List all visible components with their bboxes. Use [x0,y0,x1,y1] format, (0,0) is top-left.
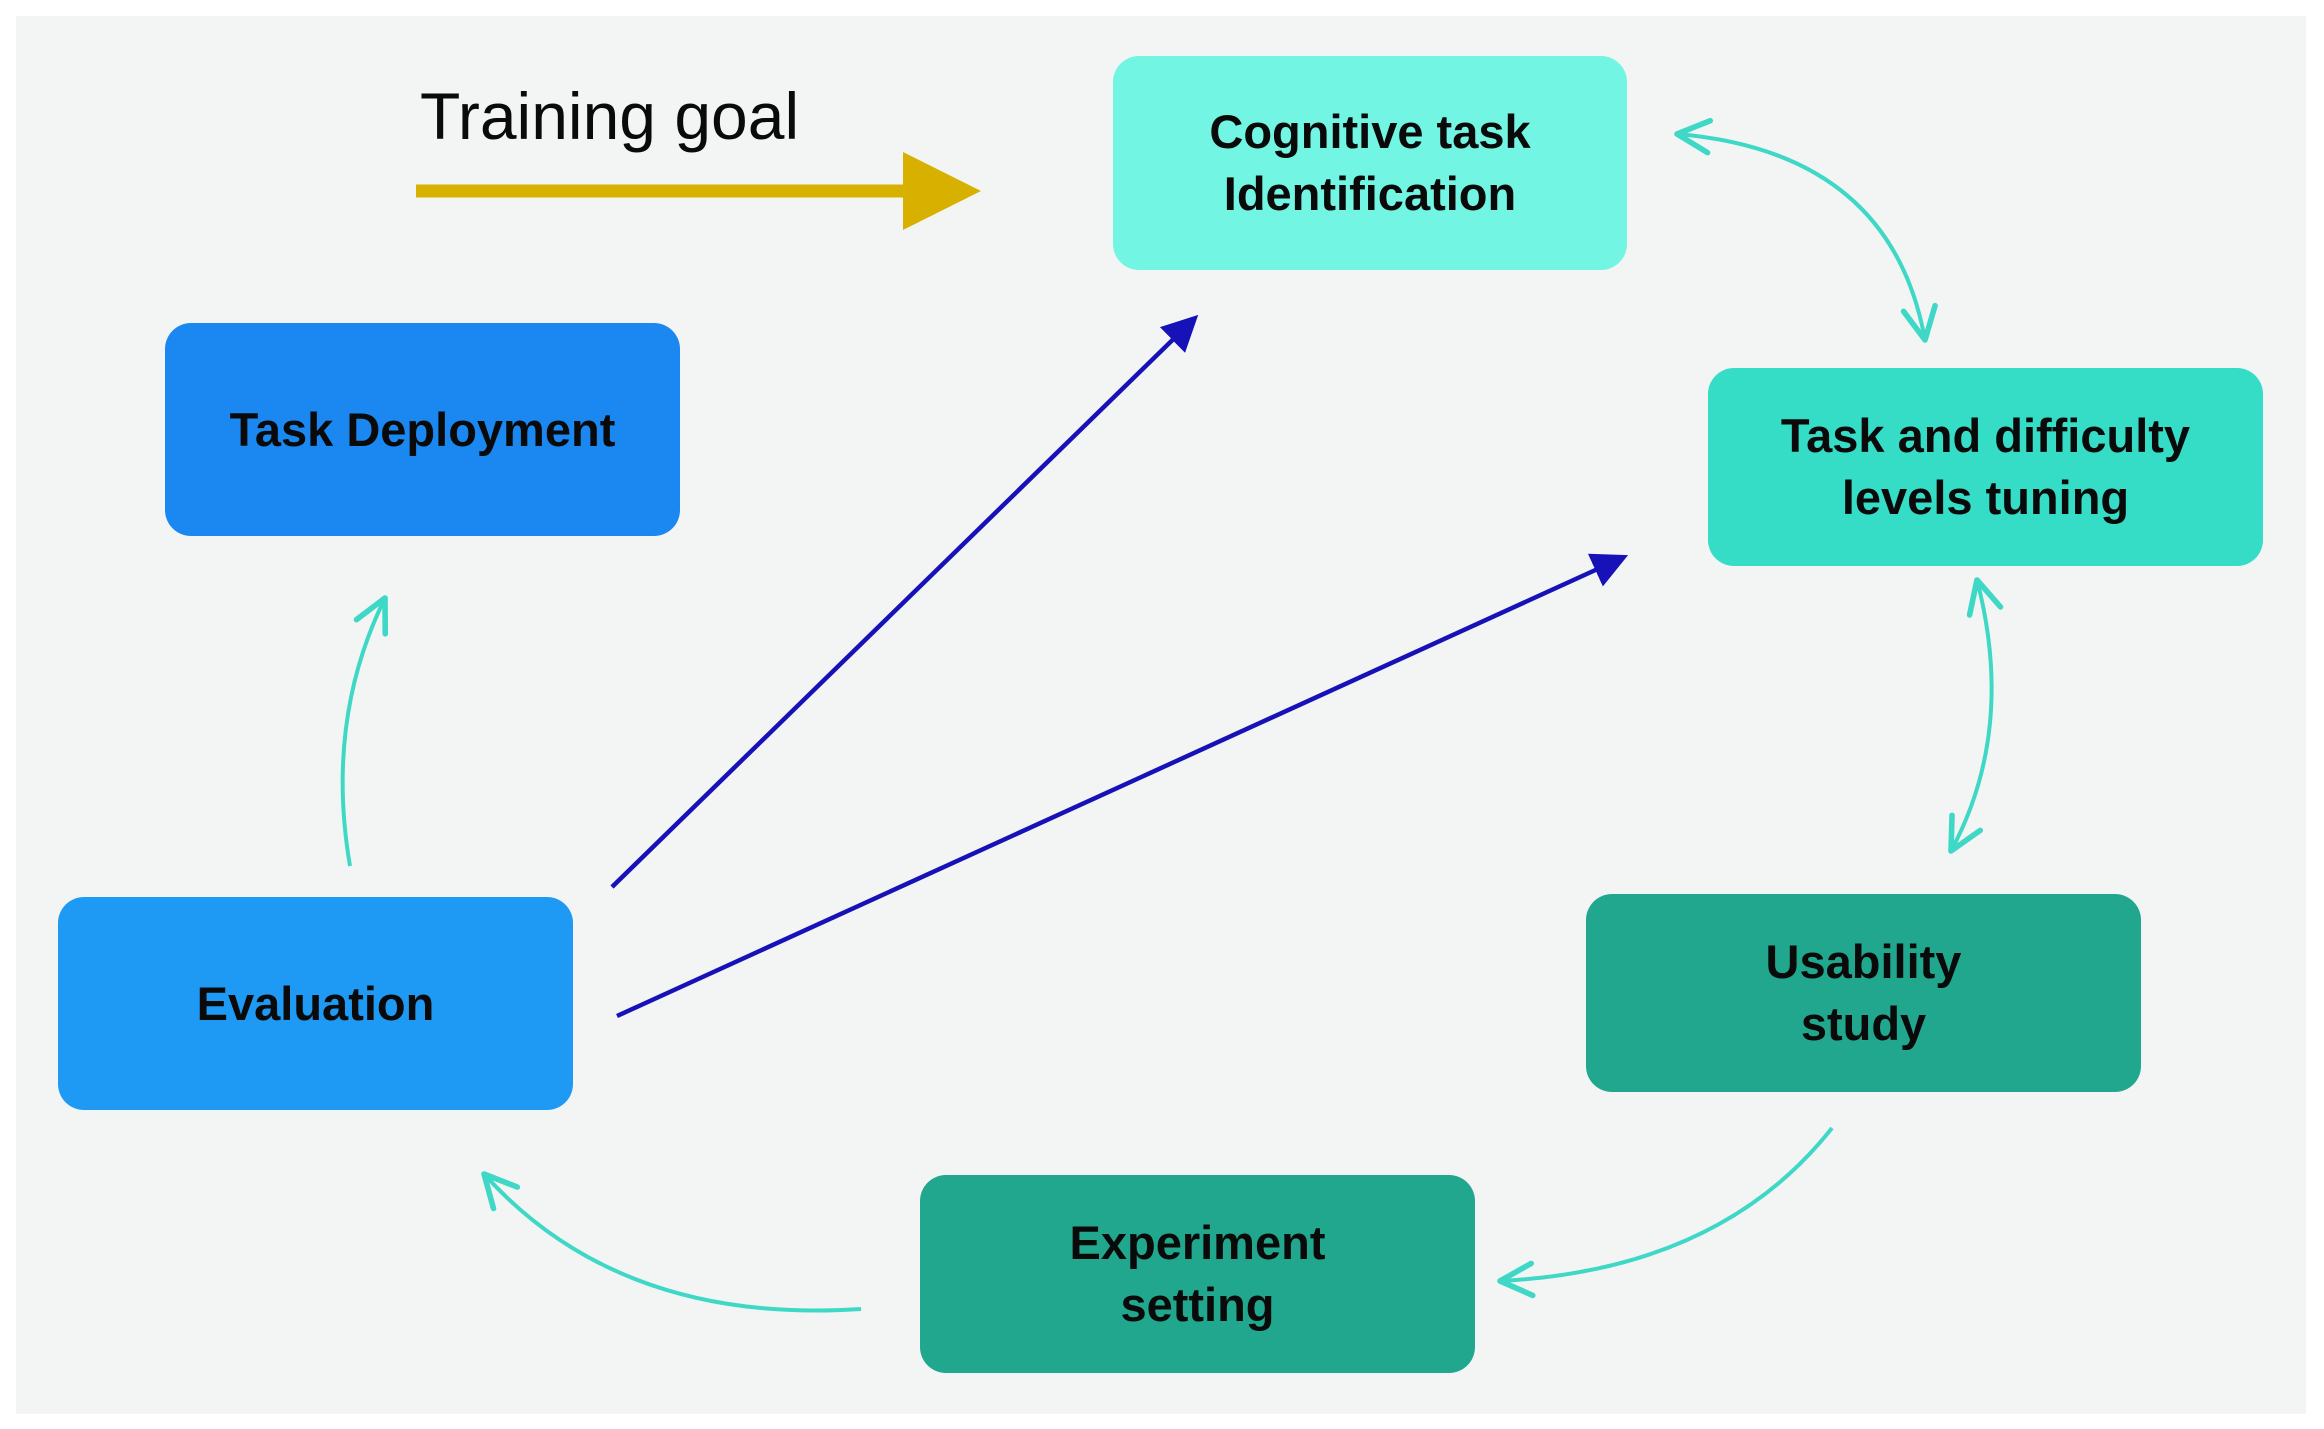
experiment-setting-box: Experiment setting [920,1175,1475,1373]
usability-study-box: Usability study [1586,894,2141,1092]
evaluation-to-deployment-arrow [340,595,389,867]
experiment-to-evaluation-arrow [481,1171,862,1313]
task-difficulty-tuning-label: Task and difficulty levels tuning [1780,409,2191,524]
cognitive-task-identification-box: Cognitive task Identification [1113,56,1627,270]
evaluation-to-cognitive-arrow [610,314,1199,889]
cognitive-tuning-arrow [1674,117,1938,343]
usability-study-label: Usability study [1765,935,1962,1050]
evaluation-label: Evaluation [196,976,435,1030]
training-goal-label: Training goal [420,79,800,153]
task-difficulty-tuning-box: Task and difficulty levels tuning [1708,368,2263,566]
tuning-usability-arrow [1948,577,2004,854]
evaluation-to-tuning-arrow [616,553,1629,1019]
experiment-setting-label: Experiment setting [1069,1216,1326,1331]
evaluation-box: Evaluation [58,897,573,1110]
usability-to-experiment-arrow [1497,1126,1834,1299]
task-deployment-label: Task Deployment [229,402,616,456]
cognitive-task-identification-label: Cognitive task Identification [1209,105,1531,220]
task-deployment-box: Task Deployment [165,323,680,536]
